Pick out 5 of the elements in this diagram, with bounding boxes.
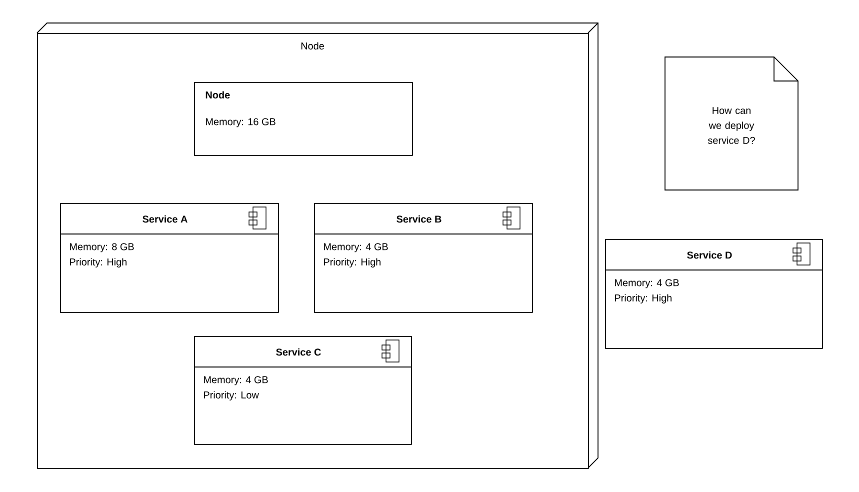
node-box: Node Memory: 16 GB — [194, 82, 413, 156]
component-box: Service B Memory: 4 GB Priority: High — [314, 203, 533, 313]
component-box: Service D Memory: 4 GB Priority: High — [604, 239, 823, 349]
component-box: Service C Memory: 4 GB Priority: Low — [194, 336, 412, 445]
component-box: Service A Memory: 8 GB Priority: High — [60, 203, 279, 313]
